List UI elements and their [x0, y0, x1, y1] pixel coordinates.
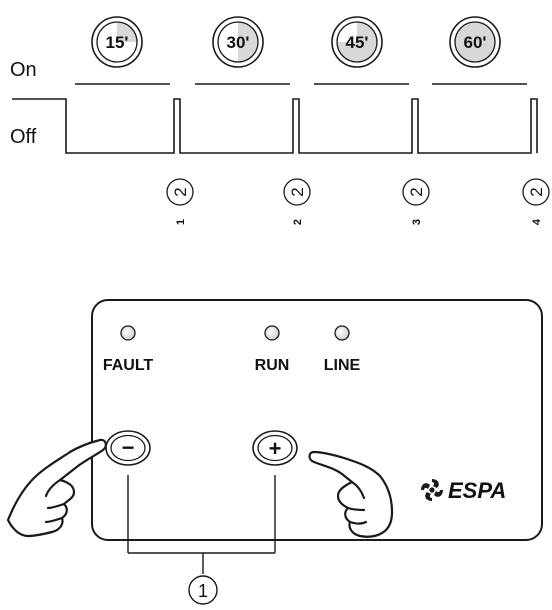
led-fault: FAULT	[103, 325, 154, 374]
callout-circle	[166, 178, 194, 206]
dial-3: 45'	[331, 16, 383, 68]
dial-shaded-sector	[455, 22, 495, 62]
dial-shaded-sector	[238, 22, 258, 62]
fault-led-icon	[120, 325, 136, 341]
dial-inner-ring	[336, 21, 378, 63]
callout-number: 2	[527, 187, 546, 196]
left-hand-icon	[6, 438, 107, 538]
espa-logo: ESPA	[421, 478, 506, 503]
minus-symbol: −	[122, 435, 135, 460]
dial-shaded-sector	[337, 22, 377, 62]
plus-button[interactable]: +	[252, 430, 298, 466]
led-run: RUN	[255, 325, 290, 374]
step-label: 2	[292, 219, 304, 225]
callout-circle	[402, 178, 430, 206]
callout-1: 1	[188, 575, 218, 605]
dial-2: 30'	[212, 16, 264, 68]
on-label: On	[10, 59, 37, 81]
callout-2-step-4: 24	[522, 178, 550, 225]
run-led-icon	[264, 325, 280, 341]
right-hand-icon	[308, 450, 394, 538]
run-label: RUN	[255, 357, 290, 374]
dial-inner-ring	[96, 21, 138, 63]
buttons-bracket	[127, 475, 276, 574]
dial-label: 60'	[464, 33, 487, 52]
led-line: LINE	[324, 325, 361, 374]
callout-2-step-1: 21	[166, 178, 194, 225]
dial-label: 15'	[106, 33, 129, 52]
callout-number: 2	[288, 187, 307, 196]
callout-2-step-2: 22	[283, 178, 311, 225]
dial-4: 60'	[449, 16, 501, 68]
callout-number: 2	[171, 187, 190, 196]
callout-2-step-3: 23	[402, 178, 430, 225]
callout-number: 2	[407, 187, 426, 196]
dial-inner-ring	[454, 21, 496, 63]
callout-circle	[522, 178, 550, 206]
fault-label: FAULT	[103, 357, 154, 374]
line-label: LINE	[324, 357, 361, 374]
step-label: 1	[175, 219, 187, 225]
callout-1-number: 1	[198, 581, 208, 601]
minus-button[interactable]: −	[105, 430, 151, 466]
dial-1: 15'	[91, 16, 143, 68]
step-label: 4	[531, 218, 543, 225]
line-led-icon	[334, 325, 350, 341]
step-label: 3	[411, 219, 423, 225]
espa-fan-icon	[421, 479, 443, 501]
dial-inner-ring	[217, 21, 259, 63]
dial-label: 45'	[346, 33, 369, 52]
plus-symbol: +	[269, 436, 282, 461]
dial-label: 30'	[227, 33, 250, 52]
on-off-waveform	[12, 98, 538, 154]
off-label: Off	[10, 126, 37, 148]
dial-shaded-sector	[117, 22, 137, 42]
brand-name: ESPA	[448, 478, 506, 503]
dial-group: 15' 30' 45' 60'	[91, 16, 501, 68]
callout-circle	[283, 178, 311, 206]
control-panel	[91, 299, 543, 541]
